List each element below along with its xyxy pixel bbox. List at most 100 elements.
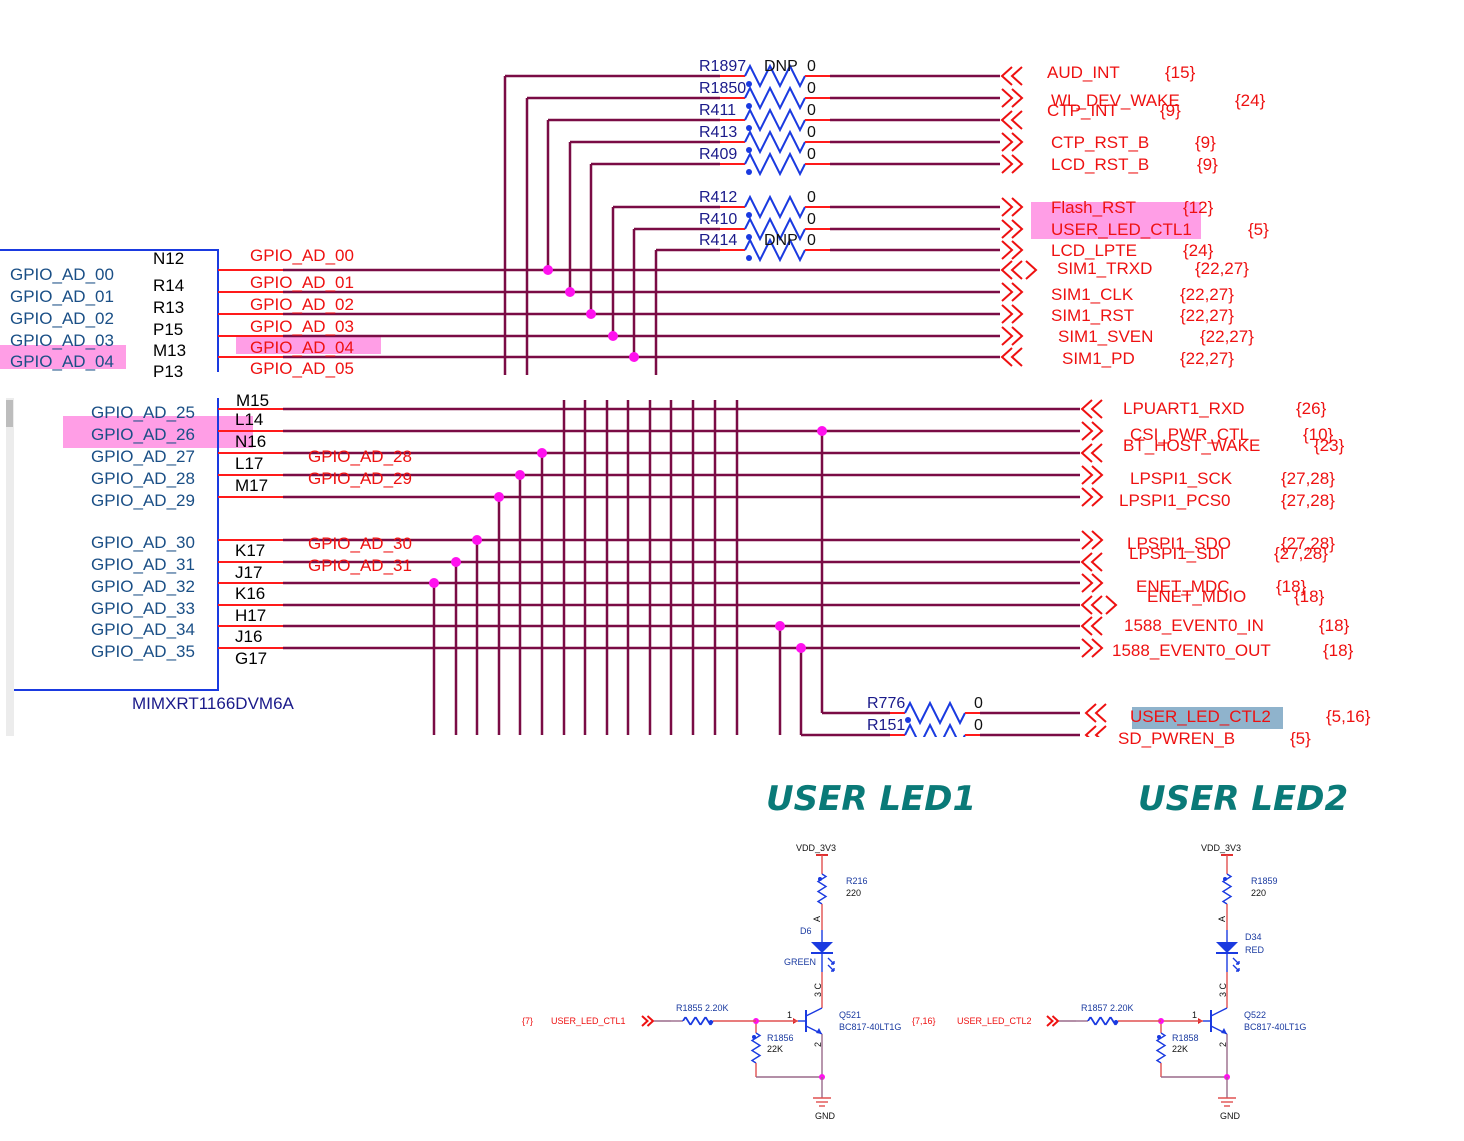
resistor-symbol xyxy=(744,194,806,220)
pin1-marker xyxy=(1157,1035,1161,1039)
resistor-value: 22K xyxy=(767,1044,783,1054)
offpage-connector-icon xyxy=(1001,240,1024,260)
chevron-icon xyxy=(1081,573,1094,593)
emitter-arrow-icon xyxy=(1221,1028,1227,1034)
offpage-net-label: SIM1_CLK xyxy=(1051,285,1134,304)
offpage-sheet-ref: {23} xyxy=(1314,436,1345,455)
chevron-icon xyxy=(1001,88,1014,108)
offpage-sheet-ref: {22,27} xyxy=(1180,306,1234,325)
offpage-connector-icon xyxy=(1081,638,1104,658)
offpage-net-label: CTP_INT xyxy=(1047,101,1118,120)
chevron-icon xyxy=(1080,595,1093,615)
chevron-icon xyxy=(1046,1015,1054,1027)
offpage-sheet-ref: {22,27} xyxy=(1180,349,1234,368)
pin1-marker xyxy=(746,147,752,153)
chevron-icon xyxy=(1080,399,1093,419)
offpage-sheet-ref: {27,28} xyxy=(1274,544,1328,563)
offpage-connector-icon xyxy=(1001,304,1024,324)
offpage-sheet-ref: {18} xyxy=(1276,577,1307,596)
chevron-icon xyxy=(1081,465,1094,485)
ball-number: P13 xyxy=(153,362,183,381)
chevron-icon xyxy=(1001,282,1014,302)
chevron-icon xyxy=(1001,219,1014,239)
anode-label: A xyxy=(812,916,822,922)
chevron-icon xyxy=(1011,240,1024,260)
emitter-arrow-icon xyxy=(816,1028,822,1034)
emitter-pin-label: 2 xyxy=(1218,1042,1228,1047)
net-label: GPIO_AD_02 xyxy=(250,295,354,314)
ground-label: GND xyxy=(1220,1111,1241,1121)
offpage-connector-icon xyxy=(1080,552,1103,572)
offpage-sheet-ref: {9} xyxy=(1195,133,1216,152)
collector-pin-label: 3 C xyxy=(1218,982,1228,997)
offpage-sheet-ref: {27,28} xyxy=(1281,469,1335,488)
resistor-symbol xyxy=(750,1032,762,1064)
chevron-icon xyxy=(1011,132,1024,152)
pin1-marker xyxy=(746,169,752,175)
ball-number: J16 xyxy=(235,627,262,646)
junction-dot xyxy=(543,265,553,275)
chevron-icon xyxy=(1051,1015,1060,1027)
resistor-ref: R1856 xyxy=(767,1033,794,1043)
resistor-symbol xyxy=(744,107,806,133)
resistor-symbol xyxy=(1155,1032,1167,1064)
input-sheet-ref: {7} xyxy=(522,1016,533,1026)
dnp-label: DNP xyxy=(764,58,798,75)
resistor-ref: R414 xyxy=(699,232,737,249)
offpage-net-label: CTP_RST_B xyxy=(1051,133,1149,152)
offpage-sheet-ref: {27,28} xyxy=(1281,534,1335,553)
resistor-value: 0 xyxy=(974,717,983,734)
ball-number: R13 xyxy=(153,298,184,317)
chevron-icon xyxy=(1011,197,1024,217)
offpage-connector-icon xyxy=(1081,573,1104,593)
offpage-connector-icon xyxy=(1080,399,1103,419)
chevron-icon xyxy=(1010,347,1023,367)
pin-name: GPIO_AD_33 xyxy=(91,599,195,618)
offpage-connector-icon xyxy=(1084,703,1107,723)
circuit-title: USER LED2 xyxy=(1138,779,1348,819)
chevron-icon xyxy=(1090,399,1103,419)
chevron-icon xyxy=(1000,260,1013,280)
panel-gap xyxy=(0,737,1464,767)
offpage-net-label: CSI_PWR_CTL xyxy=(1130,425,1249,444)
chevron-icon xyxy=(1091,638,1104,658)
junction-dot xyxy=(817,426,827,436)
resistor-symbol xyxy=(744,129,806,155)
offpage-net-label: LPSPI1_SCK xyxy=(1130,469,1233,488)
pin1-marker xyxy=(818,877,822,881)
offpage-sheet-ref: {22,27} xyxy=(1180,285,1234,304)
offpage-net-label: ENET_MDC xyxy=(1136,577,1230,596)
resistor-symbol xyxy=(744,151,806,177)
chevron-icon xyxy=(1080,443,1093,463)
resistor-value: 0 xyxy=(807,146,816,163)
base-resistor-label: R1855 2.20K xyxy=(676,1003,729,1013)
light-emission-icon xyxy=(827,957,835,972)
offpage-sheet-ref: {9} xyxy=(1197,155,1218,174)
scrollbar-thumb[interactable] xyxy=(6,400,13,427)
resistor-ref: R1850 xyxy=(699,80,746,97)
transistor-part: BC817-40LT1G xyxy=(839,1022,901,1032)
chevron-icon xyxy=(1091,465,1104,485)
highlight-gpio-ad-04-pin xyxy=(0,345,126,369)
ball-number: N12 xyxy=(153,249,184,268)
chevron-icon xyxy=(1010,110,1023,130)
transistor-collector xyxy=(805,1007,823,1017)
resistor-symbol xyxy=(1221,873,1233,905)
pin-name: GPIO_AD_04 xyxy=(10,352,114,371)
chevron-icon xyxy=(1010,66,1023,86)
scrollbar-track[interactable] xyxy=(6,398,14,736)
resistor-value: 0 xyxy=(807,58,816,75)
net-label: GPIO_AD_31 xyxy=(308,556,412,575)
ball-number: J17 xyxy=(235,563,262,582)
chevron-icon xyxy=(1011,282,1024,302)
resistor-value: 220 xyxy=(1251,888,1266,898)
resistor-ref: R413 xyxy=(699,124,737,141)
chevron-icon xyxy=(1094,703,1107,723)
chevron-icon xyxy=(1011,326,1024,346)
resistor-ref: R1858 xyxy=(1172,1033,1199,1043)
offpage-net-label: BT_HOST_WAKE xyxy=(1123,436,1260,455)
led-color: RED xyxy=(1245,945,1265,955)
offpage-net-label: SIM1_RST xyxy=(1051,306,1134,325)
